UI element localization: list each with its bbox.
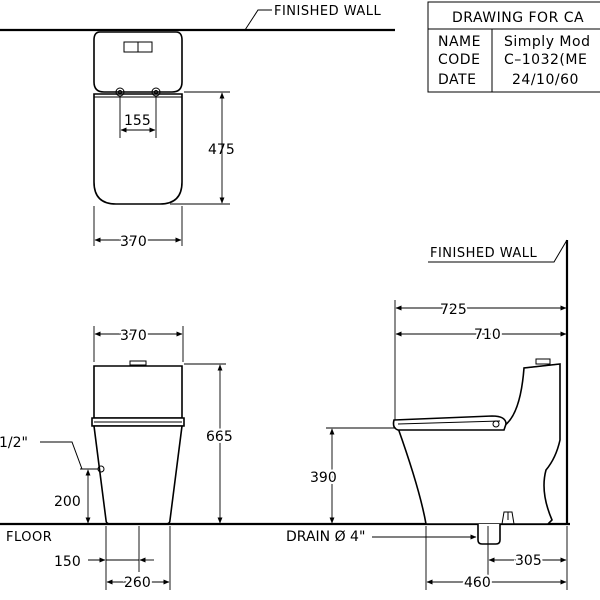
- dim-front-base-width: 260: [124, 575, 151, 591]
- side-view-body: [396, 363, 561, 525]
- front-inlet-label: 1/2": [0, 435, 28, 451]
- dim-top-width: 370: [120, 234, 147, 250]
- title-block: DRAWING FOR CA NAME Simply Mod CODE C–10…: [427, 1, 600, 93]
- side-view: FINISHED WALL 725 710 390 DRAIN Ø 4" 3: [286, 239, 569, 593]
- dim-top-flush-spacing: 155: [124, 113, 151, 129]
- side-view-seat: [392, 415, 507, 431]
- drain-pipe: [477, 524, 501, 545]
- title-block-title: DRAWING FOR CA: [452, 10, 584, 26]
- title-block-name-value: Simply Mod: [504, 34, 590, 50]
- top-finished-wall-label: FINISHED WALL: [274, 4, 382, 19]
- dim-side-seat-height: 390: [310, 470, 337, 486]
- dim-front-inlet-height: 200: [54, 494, 81, 510]
- dim-top-depth: 475: [208, 142, 235, 158]
- front-view: 370 1/2" 665 200 150 260: [0, 326, 235, 593]
- dim-side-overall: 725: [440, 302, 467, 318]
- front-view-tank: [93, 365, 183, 419]
- title-block-date-value: 24/10/60: [512, 72, 579, 88]
- title-block-name-key: NAME: [438, 34, 481, 50]
- dim-side-seat: 710: [474, 327, 501, 343]
- side-finished-wall-label: FINISHED WALL: [430, 246, 538, 261]
- floor-label: FLOOR: [6, 530, 52, 545]
- drain-label: DRAIN Ø 4": [286, 529, 365, 545]
- front-tank-button: [129, 360, 147, 366]
- top-wall-group: FINISHED WALL: [0, 4, 395, 32]
- top-view-tank: [93, 31, 183, 93]
- dim-side-base: 460: [464, 575, 491, 591]
- side-tank-button: [535, 358, 551, 365]
- dim-side-drain-offset: 305: [515, 553, 542, 569]
- title-block-date-key: DATE: [438, 72, 476, 88]
- top-wall-leader: [244, 9, 272, 31]
- title-block-code-key: CODE: [438, 52, 480, 68]
- title-block-code-value: C–1032(ME: [504, 52, 587, 68]
- dim-front-width: 370: [120, 328, 147, 344]
- front-view-bowl: [93, 425, 183, 525]
- top-view-bowl: [93, 93, 183, 205]
- top-view: 155 475 370: [93, 31, 235, 252]
- dim-front-height: 665: [206, 429, 233, 445]
- dim-front-inlet-offset: 150: [54, 554, 81, 570]
- side-hinge-icon: [492, 420, 500, 428]
